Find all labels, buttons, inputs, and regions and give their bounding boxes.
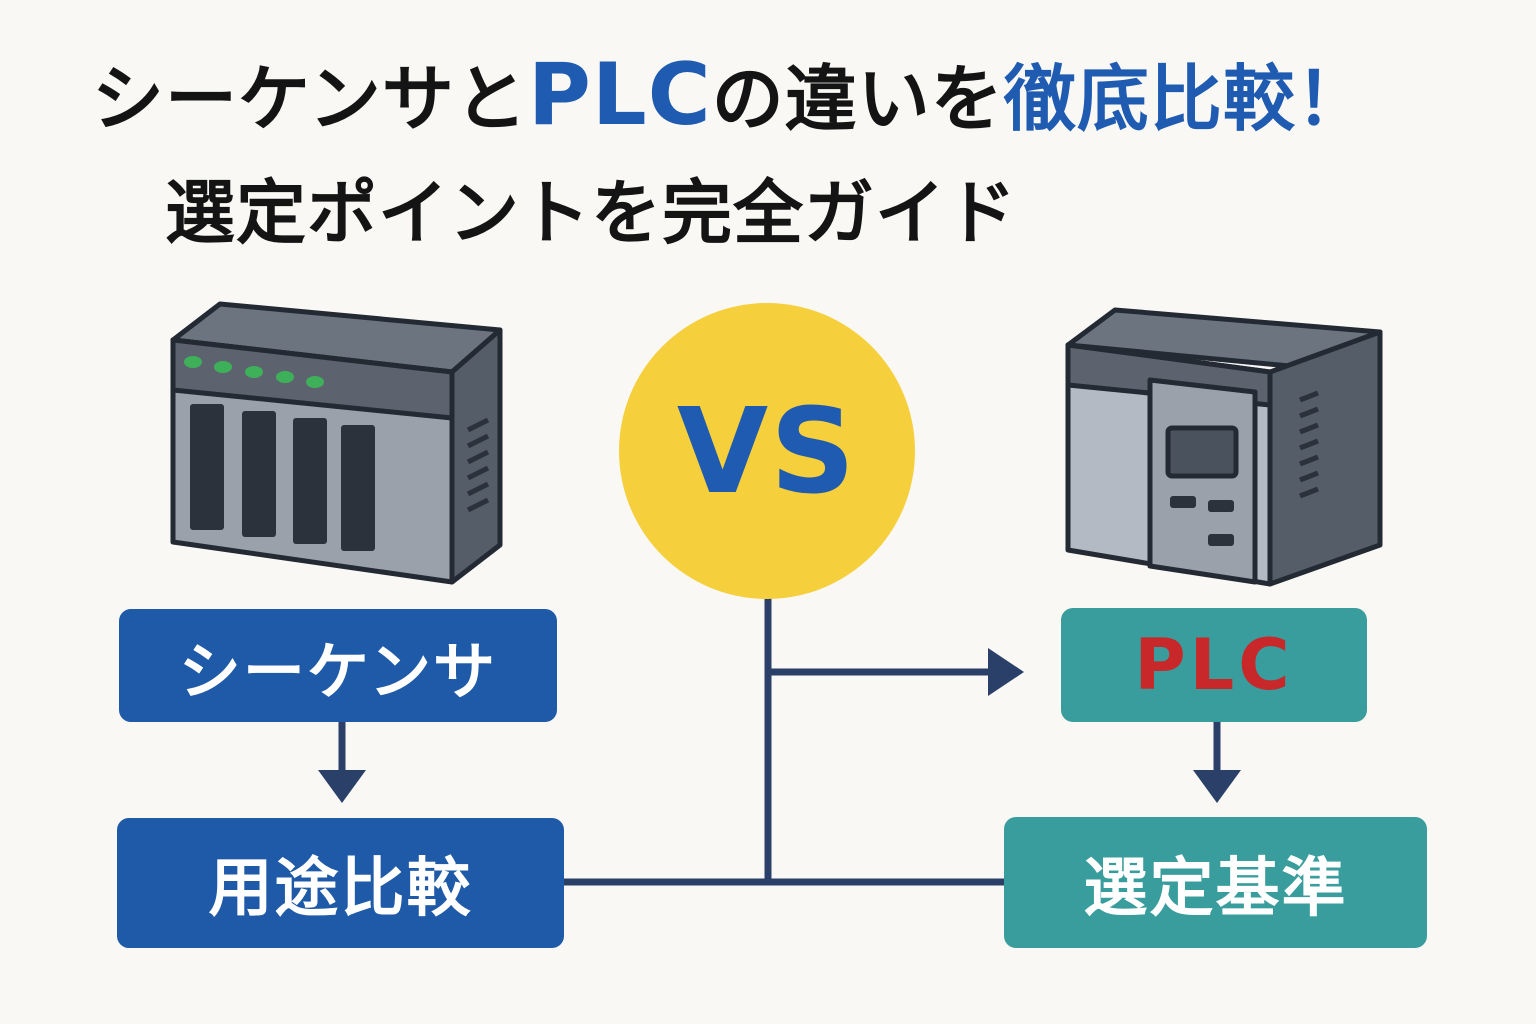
node-plc: PLC (1061, 608, 1367, 722)
plc-vent-icon (1299, 390, 1319, 499)
vs-badge: VS (619, 303, 915, 599)
page-title-line-2: 選定ポイントを完全ガイド (165, 172, 1017, 254)
plc-button-3 (1208, 534, 1234, 546)
sequencer-vent-icon (466, 417, 490, 513)
page-title-line-1: シーケンサとPLCの違いを徹底比較！ (92, 50, 1369, 144)
plc-button-1 (1170, 496, 1196, 508)
node-sequencer: シーケンサ (119, 609, 557, 722)
node-selection-criteria: 選定基準 (1004, 817, 1427, 948)
plc-control-panel (1147, 377, 1258, 585)
title-part-difference: の違いを (711, 57, 1004, 141)
plc-button-2 (1208, 500, 1234, 512)
title-part-sequencer-to: シーケンサと (92, 57, 528, 141)
plc-display-screen (1165, 425, 1239, 479)
arrowhead-right-to-plc (988, 648, 1024, 696)
title-part-thorough-comparison: 徹底比較！ (1003, 57, 1369, 141)
plc-hardware-icon (1065, 307, 1383, 587)
arrowhead-down-right (1193, 770, 1241, 803)
plc-side-face (1267, 329, 1383, 587)
sequencer-hardware-icon (170, 301, 503, 585)
sequencer-module-slots (190, 404, 375, 551)
arrowheads (318, 648, 1241, 803)
title-part-plc: PLC (527, 45, 712, 145)
vs-label: VS (676, 382, 858, 520)
status-led-icons (184, 356, 324, 388)
arrowhead-down-left (318, 770, 366, 803)
node-usage-comparison: 用途比較 (117, 818, 564, 948)
connector-lines (338, 598, 1221, 886)
